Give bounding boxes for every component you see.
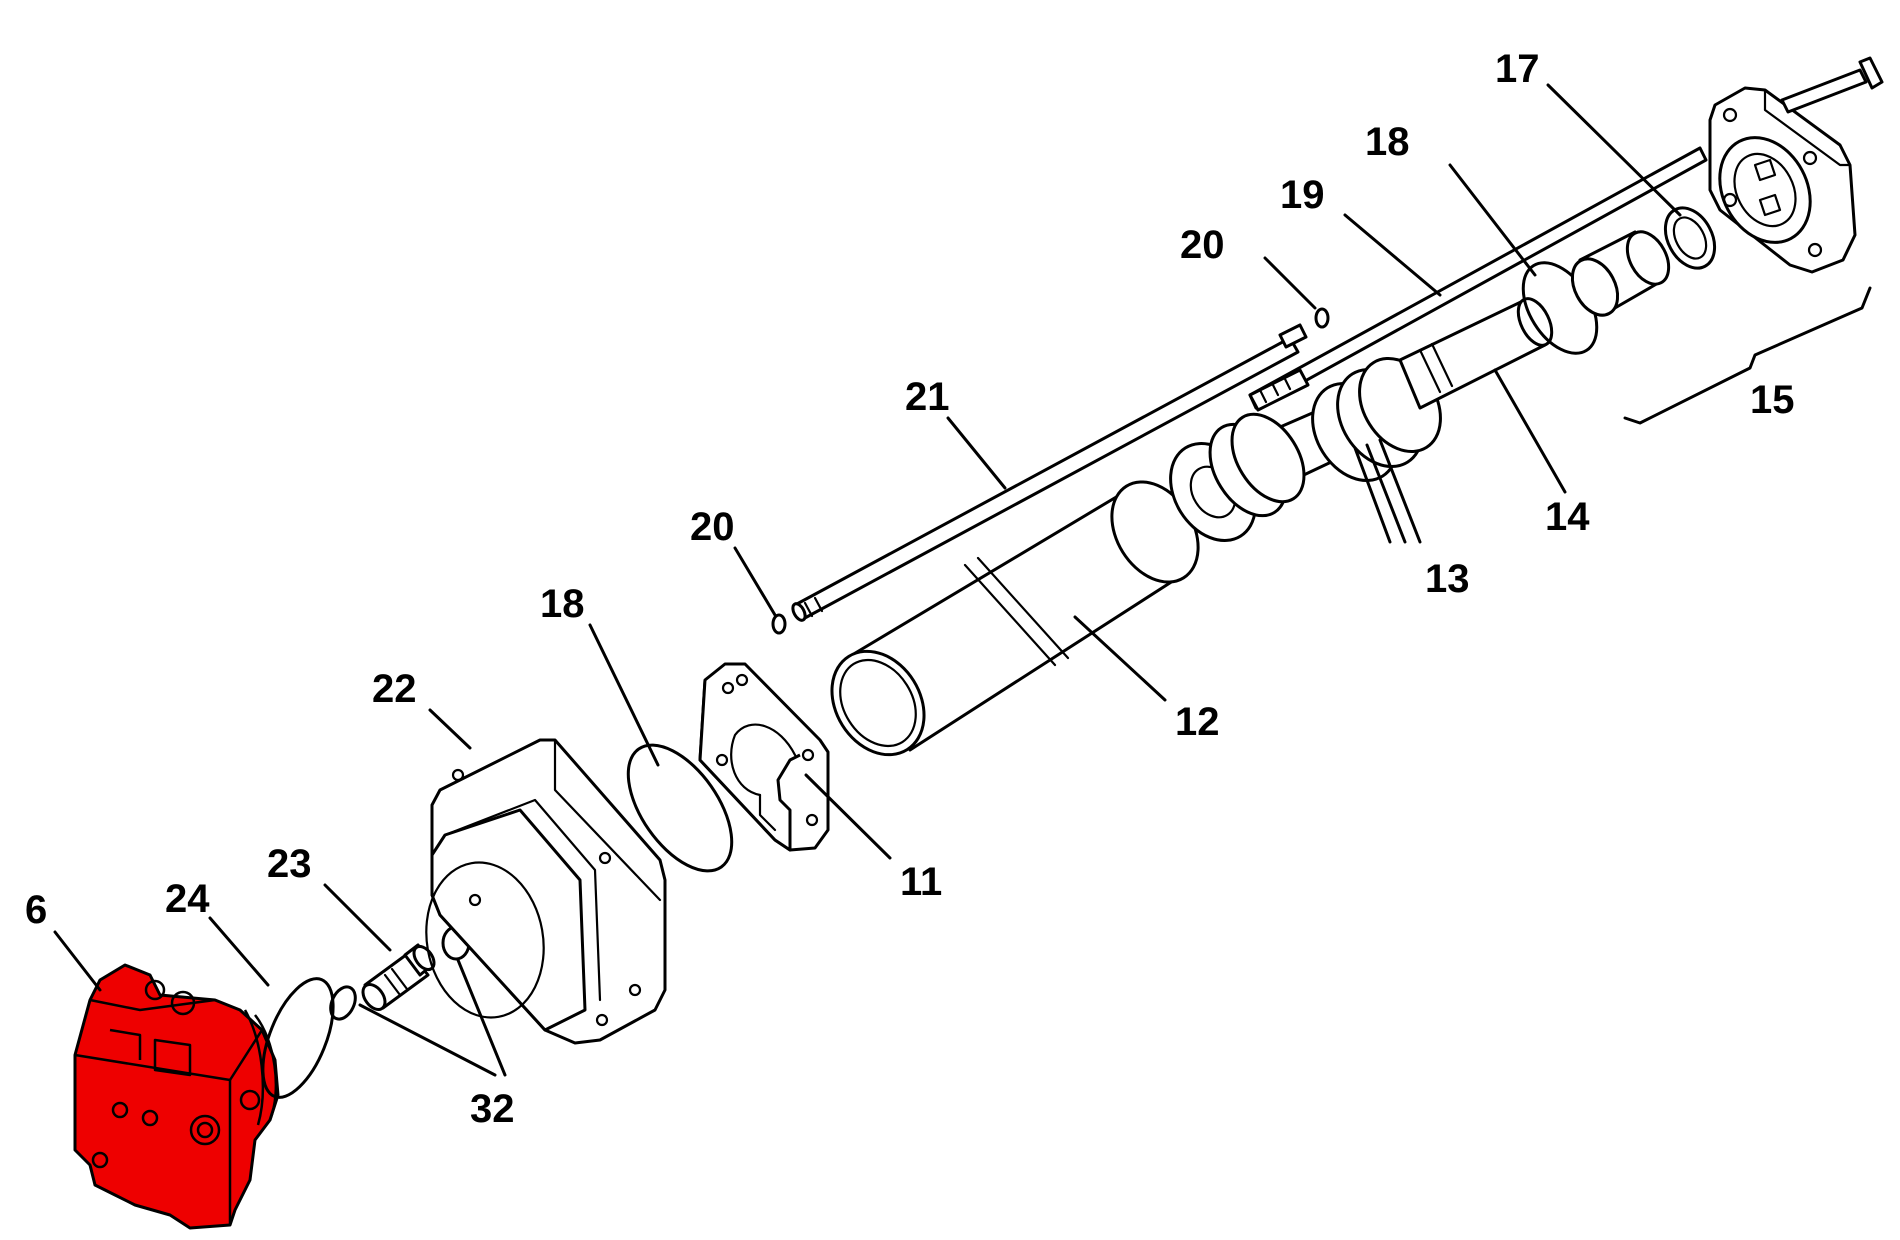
callout-11: 11 [900, 860, 942, 904]
callout-19: 19 [1280, 173, 1325, 217]
bolt[interactable] [1780, 56, 1884, 114]
bushing[interactable] [1563, 225, 1677, 323]
leader-lines [53, 83, 1682, 1077]
small-o-ring-part-32a[interactable] [326, 983, 360, 1023]
callout-20-left: 20 [690, 505, 735, 549]
callout-21: 21 [905, 375, 950, 419]
callout-15: 15 [1750, 378, 1795, 422]
assembly-bracket-part-15 [1623, 286, 1872, 425]
flange-plate-part-11[interactable] [698, 662, 830, 852]
o-ring-part-18-left[interactable] [608, 727, 753, 889]
callout-14: 14 [1545, 495, 1590, 539]
seal-part-17[interactable] [1656, 199, 1725, 276]
callout-12: 12 [1175, 700, 1220, 744]
callout-18-left: 18 [540, 582, 585, 626]
callout-6: 6 [25, 888, 47, 932]
callout-18-right: 18 [1365, 120, 1410, 164]
tie-rod-part-21[interactable] [790, 323, 1308, 622]
callout-17: 17 [1495, 47, 1540, 91]
housing-plate-part-22[interactable] [414, 738, 667, 1045]
spool-part-23[interactable] [358, 943, 438, 1014]
callout-13: 13 [1425, 557, 1470, 601]
o-ring-part-24[interactable] [248, 969, 347, 1107]
pump-body-part-6[interactable] [73, 963, 280, 1230]
small-ring-part-20-left[interactable] [771, 613, 787, 635]
piston-seals-part-13[interactable] [1153, 344, 1457, 557]
callout-24: 24 [165, 877, 210, 921]
callout-20-right: 20 [1180, 223, 1225, 267]
callout-23: 23 [267, 842, 312, 886]
callout-22: 22 [372, 667, 417, 711]
gland-head-part-15[interactable] [1702, 86, 1857, 274]
cylinder-tube-part-12[interactable] [813, 466, 1216, 772]
callout-32: 32 [470, 1087, 515, 1131]
tie-rod-part-19[interactable] [1248, 146, 1708, 412]
small-ring-part-20-right[interactable] [1314, 307, 1330, 329]
